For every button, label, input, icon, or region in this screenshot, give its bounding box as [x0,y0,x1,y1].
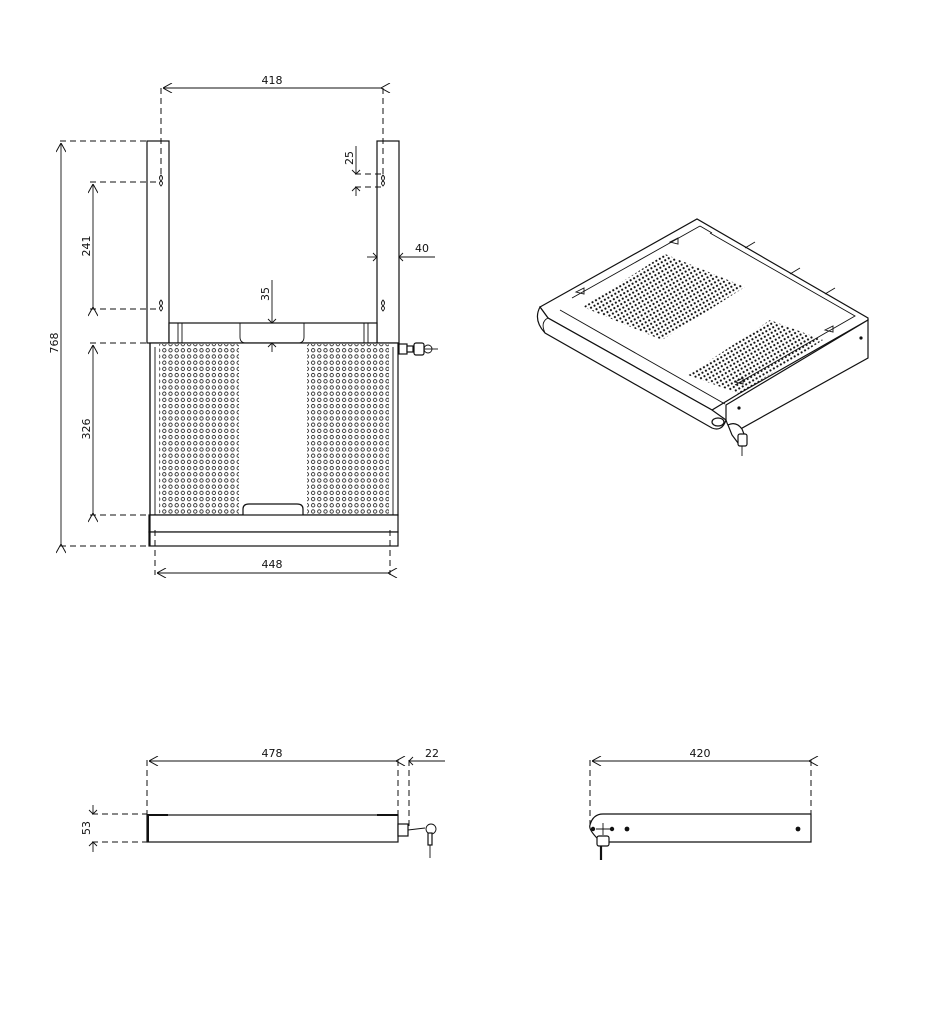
dim-bottom-width: 448 [262,558,283,571]
tray-top-strip [168,322,378,344]
dim-side-height: 53 [80,821,93,835]
dim-tray-height: 326 [80,419,93,440]
isometric-view [536,218,869,456]
dim-bracket-width: 40 [415,242,429,255]
keyhole-slot-icon [159,174,385,312]
side-body [146,814,399,843]
handle-cutout [242,503,304,515]
dim-lock-projection: 22 [425,747,439,760]
dim-top-width: 418 [262,74,283,87]
dim-end-depth: 420 [690,747,711,760]
end-lock-icon [590,823,615,860]
tray-front-bar [148,514,399,533]
iso-perforated-panel-1 [583,254,745,340]
end-body [589,813,812,843]
side-lock-icon [397,823,437,858]
tray-base [148,531,399,547]
dim-hole-offset: 25 [343,151,356,165]
dim-side-length: 478 [262,747,283,760]
iso-lock-icon [711,417,748,456]
dim-tab-height: 35 [259,287,272,301]
left-bracket [146,140,170,344]
end-view: 420 [589,747,812,860]
iso-perforated-panel-2 [688,320,823,394]
perforated-panel-right [307,344,389,514]
dim-hole-spacing: 241 [80,236,93,257]
right-bracket [376,140,400,344]
side-view: 478 22 53 [80,747,445,858]
lock-icon [398,342,438,356]
front-view: 418 768 241 326 25 40 35 [48,74,438,575]
dim-total-height: 768 [48,333,61,354]
perforated-panel-left [159,344,239,514]
